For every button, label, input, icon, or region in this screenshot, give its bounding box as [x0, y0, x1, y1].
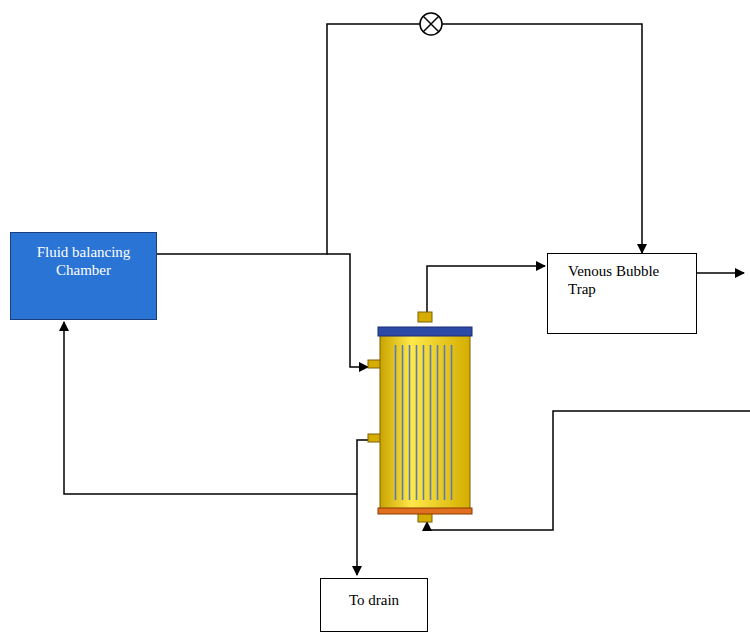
process-box: To drain [320, 578, 428, 632]
process-box: Venous Bubble Trap [547, 253, 697, 334]
node-label: Venous Bubble Trap [568, 262, 688, 298]
node-label: Fluid balancing Chamber [19, 243, 148, 279]
node-label: To drain [327, 591, 421, 609]
flow-connector [157, 24, 642, 254]
chamber-box: Fluid balancing Chamber [10, 232, 157, 320]
